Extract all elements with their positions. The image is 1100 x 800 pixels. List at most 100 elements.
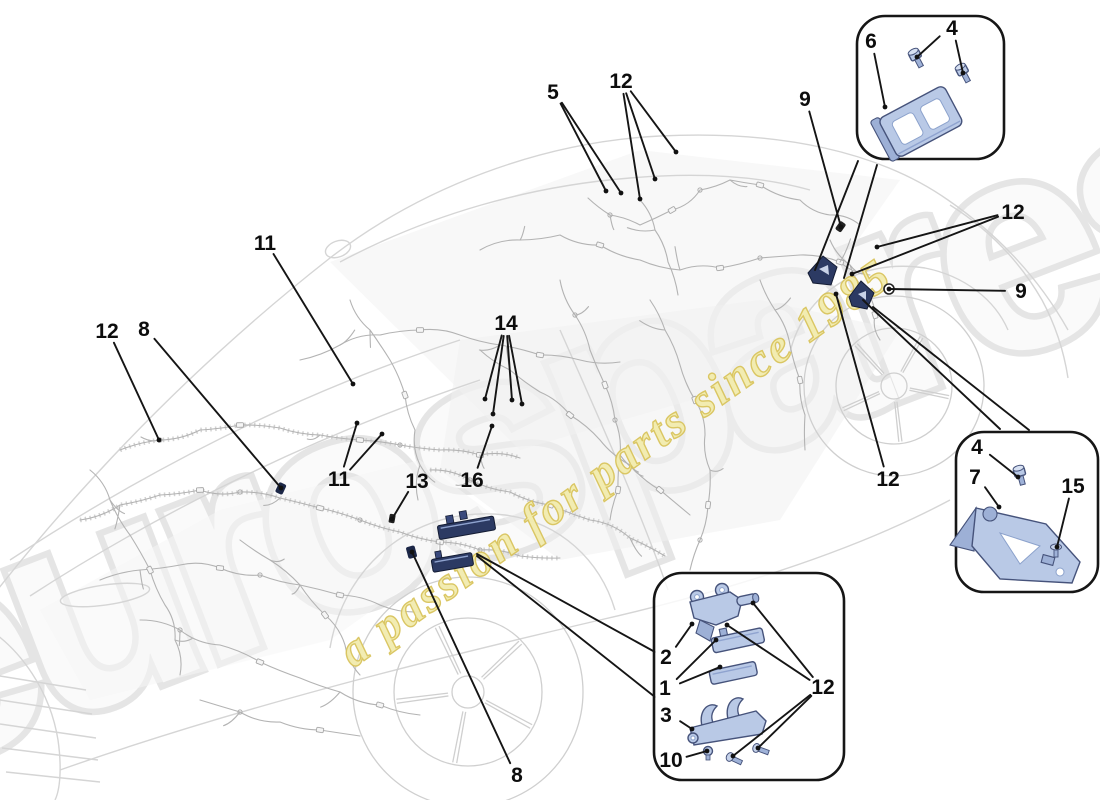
harness-connector	[375, 701, 385, 709]
leader-line	[342, 422, 358, 468]
bracket-part-2	[689, 582, 743, 642]
wheel-spoke	[854, 345, 883, 376]
leader-line	[560, 101, 622, 194]
leader-line	[674, 623, 693, 648]
wheel-spoke	[438, 625, 462, 674]
harness-branch	[479, 454, 485, 469]
leader-line	[484, 334, 503, 400]
harness-connector	[601, 380, 609, 390]
wheel-spoke	[484, 702, 531, 729]
inset-box-right	[949, 430, 1100, 594]
rail-bracket-location-a	[437, 510, 496, 540]
leader-dot	[1054, 544, 1060, 550]
harness-path	[649, 299, 711, 571]
leader-line	[726, 624, 811, 681]
harness-grommet	[477, 547, 483, 553]
callout-8: 8	[138, 318, 150, 341]
leader-dot	[755, 745, 761, 751]
callout-11: 11	[328, 468, 351, 491]
leader-line	[629, 90, 677, 153]
harness-grommet	[757, 255, 763, 261]
leader-line	[349, 433, 383, 471]
harness-connector	[321, 610, 329, 620]
leader-dot	[490, 411, 496, 417]
harness-branch	[109, 499, 126, 515]
leader-dot	[704, 748, 710, 754]
harness-grommet	[612, 417, 618, 423]
harness-path	[639, 199, 679, 296]
link-line	[476, 553, 656, 653]
leader-line	[411, 551, 512, 765]
leader-line	[851, 215, 1000, 275]
callout-3: 3	[660, 704, 672, 727]
leader-dot	[833, 291, 839, 297]
leader-line	[622, 92, 641, 200]
leader-dot	[409, 549, 415, 555]
leader-line	[625, 92, 656, 180]
harness-connector	[315, 726, 325, 734]
harness-connector	[704, 500, 712, 510]
leader-line	[1056, 497, 1070, 548]
leader-line	[391, 490, 410, 520]
leader-dot	[652, 176, 658, 182]
callout-16: 16	[460, 469, 483, 492]
wheel-spoke	[481, 640, 520, 678]
leader-dot	[914, 54, 920, 60]
callout-9: 9	[799, 88, 811, 111]
wheel-spoke	[396, 695, 449, 704]
harness-branch	[629, 464, 644, 477]
harness-grommet	[467, 477, 473, 483]
link-line	[872, 306, 1030, 431]
callout-12: 12	[811, 676, 834, 699]
harness-connector	[416, 327, 424, 333]
harness-path	[239, 539, 361, 676]
wiring-harness	[79, 179, 881, 737]
harness-branch	[269, 558, 285, 563]
wheel-spoke	[909, 387, 950, 397]
wheel-spoke	[896, 401, 903, 442]
leader-dot	[618, 190, 624, 196]
leader-dot	[489, 423, 495, 429]
callout-2: 2	[660, 646, 672, 669]
headlight	[59, 582, 151, 608]
harness-grommet	[237, 709, 243, 715]
harness-branch	[674, 246, 681, 271]
inset-box-bottom	[652, 571, 846, 782]
harness-branch	[639, 320, 666, 331]
front-wheel	[352, 576, 584, 800]
leader-line	[873, 52, 886, 108]
wheel-spoke	[456, 711, 467, 764]
leader-line	[988, 453, 1019, 478]
wheel-spoke	[396, 692, 449, 700]
leader-dot	[882, 104, 888, 110]
leader-dot	[156, 437, 162, 443]
leader-line	[752, 602, 814, 678]
harness-branch	[455, 479, 471, 486]
leader-dot	[996, 504, 1002, 510]
leader-dot	[354, 420, 360, 426]
leader-line	[916, 35, 941, 58]
leader-line	[506, 335, 513, 401]
wheel-spoke	[452, 711, 464, 763]
harness-branch	[291, 584, 301, 595]
callout-7: 7	[969, 466, 981, 489]
leader-line	[272, 253, 354, 385]
wheel-spoke	[483, 643, 523, 680]
harness-connector	[715, 264, 725, 272]
link-line	[476, 555, 656, 698]
leader-links	[476, 160, 1030, 698]
leader-line	[984, 486, 1000, 508]
link-line	[843, 164, 878, 279]
callout-4: 4	[971, 436, 983, 459]
bracket-part-7	[949, 506, 1081, 584]
bracket-part-3	[687, 697, 767, 746]
leader-dot	[874, 244, 880, 250]
rail-part-1a	[710, 627, 766, 654]
callout-5: 5	[547, 81, 559, 104]
leader-dot	[960, 70, 966, 76]
callout-4: 4	[946, 17, 958, 40]
harness-connector	[315, 504, 325, 512]
harness-connector	[565, 410, 575, 420]
harness-connector	[335, 591, 345, 599]
